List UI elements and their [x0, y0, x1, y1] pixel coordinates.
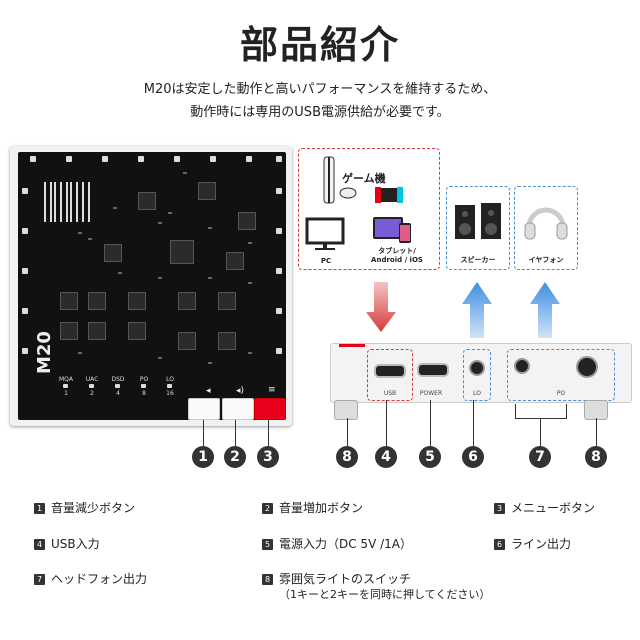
callout-1: 1	[192, 446, 214, 468]
po-jack-small[interactable]	[514, 358, 530, 374]
speaker-icon	[455, 203, 501, 239]
device-back-panel: USB POWER LO PO	[330, 343, 632, 403]
callout-8-left: 8	[336, 446, 358, 468]
mode-label-mqa: MQA	[58, 376, 73, 383]
mode-num-2: 2	[90, 390, 94, 397]
mode-label-po: PO	[139, 376, 149, 383]
lo-port-box: LO	[463, 349, 491, 401]
volume-up-icon: ◂)	[236, 386, 245, 396]
usb-port-box: USB	[367, 349, 413, 401]
barcode-logo	[44, 182, 90, 222]
power-port-label: POWER	[419, 390, 443, 397]
tablet-icon	[373, 217, 411, 243]
pcb-board: M20 MQA UAC DSD PO LO 1 2 4 8 16 ◂ ◂) ≡	[18, 152, 286, 420]
device-top-view: M20 MQA UAC DSD PO LO 1 2 4 8 16 ◂ ◂) ≡	[10, 146, 292, 426]
subtitle-line2: 動作時には専用のUSB電源供給が必要です。	[190, 105, 450, 120]
volume-down-button[interactable]	[188, 398, 220, 420]
source-devices-box: PC タブレット/ Android / iOS	[298, 148, 440, 270]
brand-logo: M20	[34, 331, 55, 374]
input-arrow-down	[366, 282, 396, 332]
gamepad-icon	[339, 187, 357, 199]
lo-jack[interactable]	[469, 360, 485, 376]
callout-7: 7	[529, 446, 551, 468]
console-icon	[323, 156, 335, 204]
callout-8-right: 8	[585, 446, 607, 468]
menu-button[interactable]	[254, 398, 286, 420]
callout-6: 6	[462, 446, 484, 468]
earphone-label: イヤフォン	[528, 256, 564, 264]
switch-icon	[375, 187, 403, 203]
mode-num-16: 16	[166, 390, 174, 397]
callout-5: 5	[419, 446, 441, 468]
left-foot	[334, 400, 358, 420]
callout-4: 4	[375, 446, 397, 468]
game-console-label: ゲーム機	[342, 172, 386, 185]
mode-label-uac: UAC	[85, 376, 99, 383]
menu-icon: ≡	[268, 385, 276, 395]
usb-port-label: USB	[383, 390, 397, 397]
earphone-arrow-up	[530, 282, 560, 338]
speaker-box: スピーカー	[446, 186, 510, 270]
mode-num-8: 8	[142, 390, 146, 397]
mode-num-4: 4	[116, 390, 120, 397]
legend-note: （1キーと2キーを同時に押してください）	[279, 588, 491, 601]
right-foot	[584, 400, 608, 420]
speaker-arrow-up	[462, 282, 492, 338]
subtitle-line1: M20は安定した動作と高いパフォーマンスを維持するため、	[143, 82, 497, 97]
headphone-icon	[524, 207, 568, 240]
pc-label: PC	[320, 257, 332, 265]
power-port[interactable]	[417, 363, 449, 377]
volume-up-button[interactable]	[222, 398, 254, 420]
mode-num-1: 1	[64, 390, 68, 397]
tablet-label: タブレット/ Android / iOS	[371, 247, 423, 264]
usb-port[interactable]	[374, 364, 406, 378]
volume-down-icon: ◂	[206, 386, 211, 396]
po-jack-large[interactable]	[576, 356, 598, 378]
lo-port-label: LO	[473, 390, 481, 397]
mode-label-dsd: DSD	[111, 376, 125, 383]
pc-monitor-icon	[305, 217, 345, 250]
callout-3: 3	[257, 446, 279, 468]
po-port-label: PO	[556, 390, 566, 397]
mode-label-lo: LO	[166, 376, 174, 383]
speaker-label: スピーカー	[460, 256, 496, 264]
po-port-box: PO	[507, 349, 615, 401]
callout-2: 2	[224, 446, 246, 468]
page-title: 部品紹介	[239, 23, 400, 67]
earphone-box: イヤフォン	[514, 186, 578, 270]
